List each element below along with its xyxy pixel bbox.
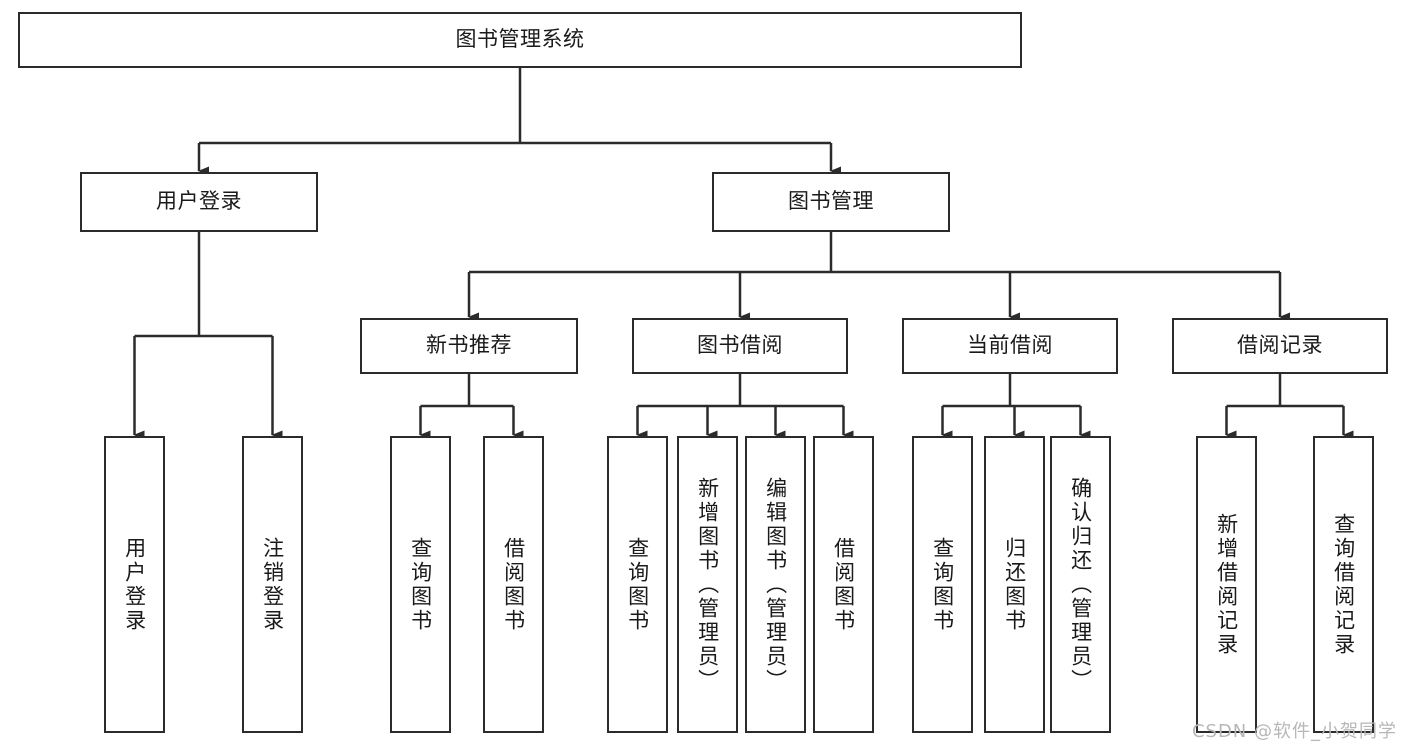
node-label: 借阅记录 <box>1237 333 1323 358</box>
node-leaf-add-book-admin[interactable]: 新增图书（管理员） <box>677 436 738 733</box>
node-label: 注销登录 <box>260 536 285 633</box>
node-borrow-record[interactable]: 借阅记录 <box>1172 318 1388 374</box>
node-user-login[interactable]: 用户登录 <box>80 172 318 232</box>
node-leaf-user-logout[interactable]: 注销登录 <box>242 436 303 733</box>
node-label: 查询图书 <box>408 536 433 633</box>
node-current-borrow[interactable]: 当前借阅 <box>902 318 1118 374</box>
node-label: 查询图书 <box>930 536 955 633</box>
node-leaf-query-borrow-record[interactable]: 查询借阅记录 <box>1313 436 1374 733</box>
node-leaf-confirm-return-admin[interactable]: 确认归还（管理员） <box>1050 436 1111 733</box>
node-leaf-return-book[interactable]: 归还图书 <box>984 436 1045 733</box>
node-label: 当前借阅 <box>967 333 1053 358</box>
node-book-manage[interactable]: 图书管理 <box>712 172 950 232</box>
node-leaf-borrow-book[interactable]: 借阅图书 <box>813 436 874 733</box>
node-leaf-user-login[interactable]: 用户登录 <box>104 436 165 733</box>
node-label: 用户登录 <box>122 536 147 633</box>
node-book-borrow[interactable]: 图书借阅 <box>632 318 848 374</box>
node-leaf-rec-borrow-book[interactable]: 借阅图书 <box>483 436 544 733</box>
node-label: 归还图书 <box>1002 536 1027 633</box>
node-label: 确认归还（管理员） <box>1068 476 1093 693</box>
node-label: 新增图书（管理员） <box>695 476 720 693</box>
node-leaf-cur-query-book[interactable]: 查询图书 <box>912 436 973 733</box>
node-label: 查询借阅记录 <box>1331 512 1356 657</box>
node-label: 借阅图书 <box>501 536 526 633</box>
node-leaf-rec-query-book[interactable]: 查询图书 <box>390 436 451 733</box>
node-new-book-recommend[interactable]: 新书推荐 <box>360 318 578 374</box>
node-label: 查询图书 <box>625 536 650 633</box>
node-root[interactable]: 图书管理系统 <box>18 12 1022 68</box>
node-leaf-add-borrow-record[interactable]: 新增借阅记录 <box>1196 436 1257 733</box>
node-label: 新增借阅记录 <box>1214 512 1239 657</box>
node-leaf-borrow-query-book[interactable]: 查询图书 <box>607 436 668 733</box>
node-label: 编辑图书（管理员） <box>763 476 788 693</box>
node-label: 借阅图书 <box>831 536 856 633</box>
node-label: 图书管理系统 <box>455 27 585 52</box>
node-leaf-edit-book-admin[interactable]: 编辑图书（管理员） <box>745 436 806 733</box>
node-label: 用户登录 <box>156 189 242 214</box>
node-label: 新书推荐 <box>426 333 512 358</box>
node-label: 图书借阅 <box>697 333 783 358</box>
node-label: 图书管理 <box>788 189 874 214</box>
